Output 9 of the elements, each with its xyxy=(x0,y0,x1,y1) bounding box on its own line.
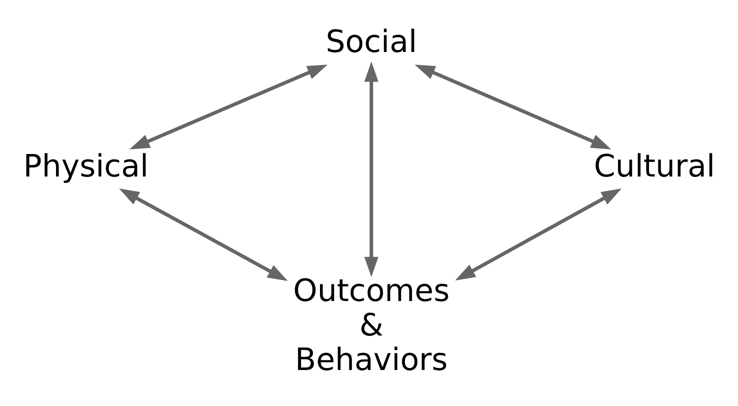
node-text: Outcomes & Behaviors xyxy=(293,272,450,378)
node-text: Cultural xyxy=(594,148,716,184)
node-text: Social xyxy=(326,24,417,60)
arrow xyxy=(455,188,622,280)
arrow xyxy=(130,64,328,149)
arrow xyxy=(414,64,612,149)
arrow xyxy=(364,61,378,276)
arrow xyxy=(119,188,288,280)
node-text: Physical xyxy=(23,148,149,184)
